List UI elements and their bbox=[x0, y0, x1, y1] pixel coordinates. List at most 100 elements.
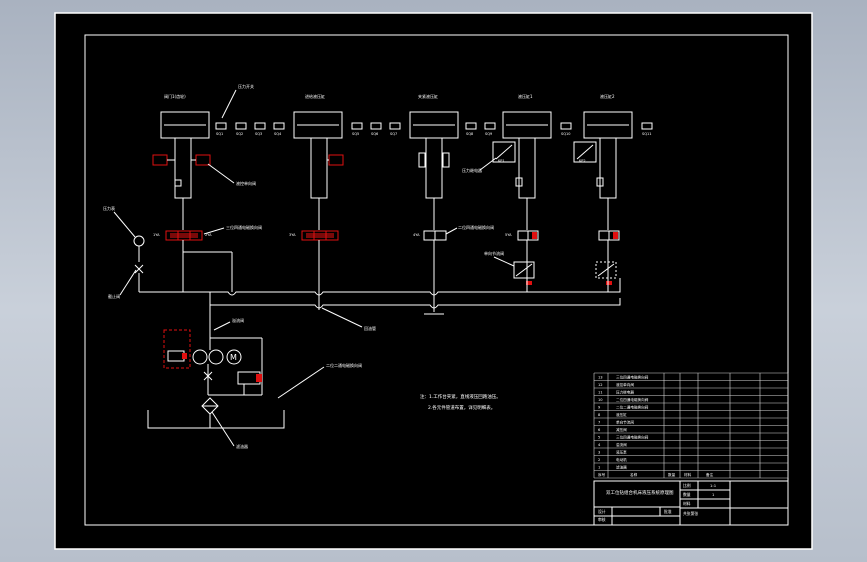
limit-label-11: SQ11 bbox=[642, 132, 651, 136]
label-relay-2: KP2 bbox=[579, 159, 586, 163]
parts-row-name: 液控单向阀 bbox=[616, 382, 634, 387]
limit-label-4: SQ4 bbox=[274, 132, 282, 136]
throttle-valve-5 bbox=[595, 261, 617, 285]
title-sheet: 共张第张 bbox=[683, 511, 698, 516]
limit-label-10: SQ10 bbox=[561, 132, 570, 136]
title-designer: 设计 bbox=[598, 509, 606, 514]
parts-row-name: 二位四通电磁换向阀 bbox=[616, 397, 649, 402]
parts-row-number: 5 bbox=[598, 436, 600, 440]
parts-row-number: 12 bbox=[598, 383, 603, 387]
label-coil-2: 2YA bbox=[205, 233, 212, 237]
parts-row-number: 4 bbox=[598, 443, 601, 447]
title-approver: 批准 bbox=[664, 509, 672, 514]
pump-station: M bbox=[147, 329, 285, 429]
parts-row-name: 滤油器 bbox=[616, 465, 627, 470]
parts-header-cell: 材料 bbox=[684, 472, 692, 477]
title-drawing-name: 双工位钻组合机床液压系统原理图 bbox=[606, 489, 674, 496]
limit-label-1: SQ1 bbox=[216, 132, 223, 136]
label-gauge-valve: 截止阀 bbox=[108, 293, 120, 299]
parts-header-cell: 备注 bbox=[706, 472, 714, 477]
parts-row-number: 11 bbox=[598, 391, 603, 395]
label-relay-1: KP1 bbox=[498, 159, 505, 163]
parts-row-name: 电动机 bbox=[616, 457, 627, 462]
parts-row-name: 三位四通电磁换向阀 bbox=[616, 375, 649, 380]
limit-switches bbox=[215, 122, 653, 130]
throttle-valve-4 bbox=[513, 261, 535, 285]
label-pump-valve: 溢流阀 bbox=[232, 317, 244, 323]
valve-2 bbox=[301, 230, 339, 241]
title-block: 双工位钻组合机床液压系统原理图 比例 1:1 数量 1 设计 审核 批准 材料 … bbox=[593, 480, 789, 526]
parts-row-number: 10 bbox=[598, 398, 603, 402]
parts-header-cell: 数量 bbox=[668, 472, 676, 477]
parts-row-name: 单向节流阀 bbox=[616, 420, 634, 425]
label-oil-pipe: 回油管 bbox=[364, 325, 376, 331]
limit-label-5: SQ5 bbox=[352, 132, 359, 136]
cylinder-2 bbox=[293, 111, 344, 230]
label-cylinder-1: 阀门1(齿轮) bbox=[164, 93, 186, 99]
parts-row-name: 三位四通电磁换向阀 bbox=[616, 435, 649, 440]
parts-row-name: 液压缸 bbox=[616, 412, 627, 417]
label-pressure-relay: 压力继电器 bbox=[462, 167, 482, 173]
limit-label-6: SQ6 bbox=[371, 132, 378, 136]
title-material: 材料 bbox=[683, 501, 691, 506]
label-coil-1: 1YA bbox=[153, 233, 160, 237]
parts-row-name: 二位二通电磁换向阀 bbox=[616, 405, 649, 410]
valve-5 bbox=[598, 230, 620, 241]
motor-symbol: M bbox=[230, 353, 237, 362]
cylinder-4 bbox=[492, 111, 552, 230]
parts-row-name: 液压泵 bbox=[616, 450, 627, 455]
label-check-valve: 液控单向阀 bbox=[236, 180, 256, 186]
parts-row-name: 压力继电器 bbox=[616, 390, 634, 395]
parts-row-number: 13 bbox=[598, 376, 603, 380]
cylinder-5 bbox=[573, 111, 633, 230]
gauge bbox=[133, 235, 145, 292]
parts-row-number: 6 bbox=[598, 428, 601, 432]
limit-switch-labels: SQ1 SQ2 SQ3 SQ4 SQ5 SQ6 SQ7 SQ8 SQ9 SQ10… bbox=[216, 132, 651, 136]
note-line-2: 2.各元件管道布置，详见明细表。 bbox=[428, 404, 495, 411]
parts-row-number: 2 bbox=[598, 458, 600, 462]
cylinder-3 bbox=[409, 111, 459, 230]
title-qty-label: 数量 bbox=[683, 492, 691, 497]
label-valve-mid: 二位四通电磁换向阀 bbox=[458, 224, 494, 230]
valve-3 bbox=[423, 230, 447, 241]
parts-row-number: 9 bbox=[598, 406, 601, 410]
label-filter: 滤油器 bbox=[236, 443, 248, 449]
parts-row-number: 7 bbox=[598, 421, 600, 425]
label-coil-3: 3YA bbox=[289, 233, 296, 237]
valve-1 bbox=[165, 230, 203, 241]
label-cylinder-2: 进给液压缸 bbox=[305, 93, 325, 99]
label-unload-valve: 二位二通电磁换向阀 bbox=[326, 362, 362, 368]
label-valve-left: 三位四通电磁换向阀 bbox=[226, 224, 262, 230]
parts-row-number: 8 bbox=[598, 413, 601, 417]
note-line-1: 注：1.工作台夹紧，直线液压回路油压。 bbox=[420, 393, 501, 400]
limit-label-2: SQ2 bbox=[236, 132, 243, 136]
parts-header-cell: 名称 bbox=[630, 472, 638, 477]
cylinder-1 bbox=[152, 111, 211, 230]
label-cylinder-3: 夹紧液压缸 bbox=[418, 93, 438, 99]
label-cylinder-4: 液压缸1 bbox=[518, 93, 533, 99]
title-scale-label: 比例 bbox=[683, 483, 691, 488]
limit-label-3: SQ3 bbox=[255, 132, 262, 136]
title-scale-value: 1:1 bbox=[710, 483, 717, 488]
title-qty-value: 1 bbox=[712, 492, 715, 497]
valve-4 bbox=[517, 230, 539, 241]
parts-row-name: 减压阀 bbox=[616, 427, 627, 432]
drawing-border bbox=[84, 34, 789, 526]
label-gauge: 压力表 bbox=[103, 205, 115, 211]
limit-label-8: SQ8 bbox=[466, 132, 473, 136]
limit-label-7: SQ7 bbox=[390, 132, 397, 136]
label-coil-4: 4YA bbox=[413, 233, 420, 237]
pipes bbox=[139, 240, 621, 330]
label-coil-5: 5YA bbox=[505, 233, 512, 237]
label-throttle: 单向节流阀 bbox=[484, 250, 504, 256]
parts-row-number: 3 bbox=[598, 451, 600, 455]
parts-header-cell: 序号 bbox=[598, 472, 606, 477]
parts-row-name: 溢流阀 bbox=[616, 442, 627, 447]
label-cylinder-5: 液压缸2 bbox=[600, 93, 615, 99]
parts-row-number: 1 bbox=[598, 466, 600, 470]
limit-label-9: SQ9 bbox=[485, 132, 492, 136]
label-pressure-switch: 压力开关 bbox=[238, 83, 254, 89]
title-checker: 审核 bbox=[598, 517, 606, 522]
